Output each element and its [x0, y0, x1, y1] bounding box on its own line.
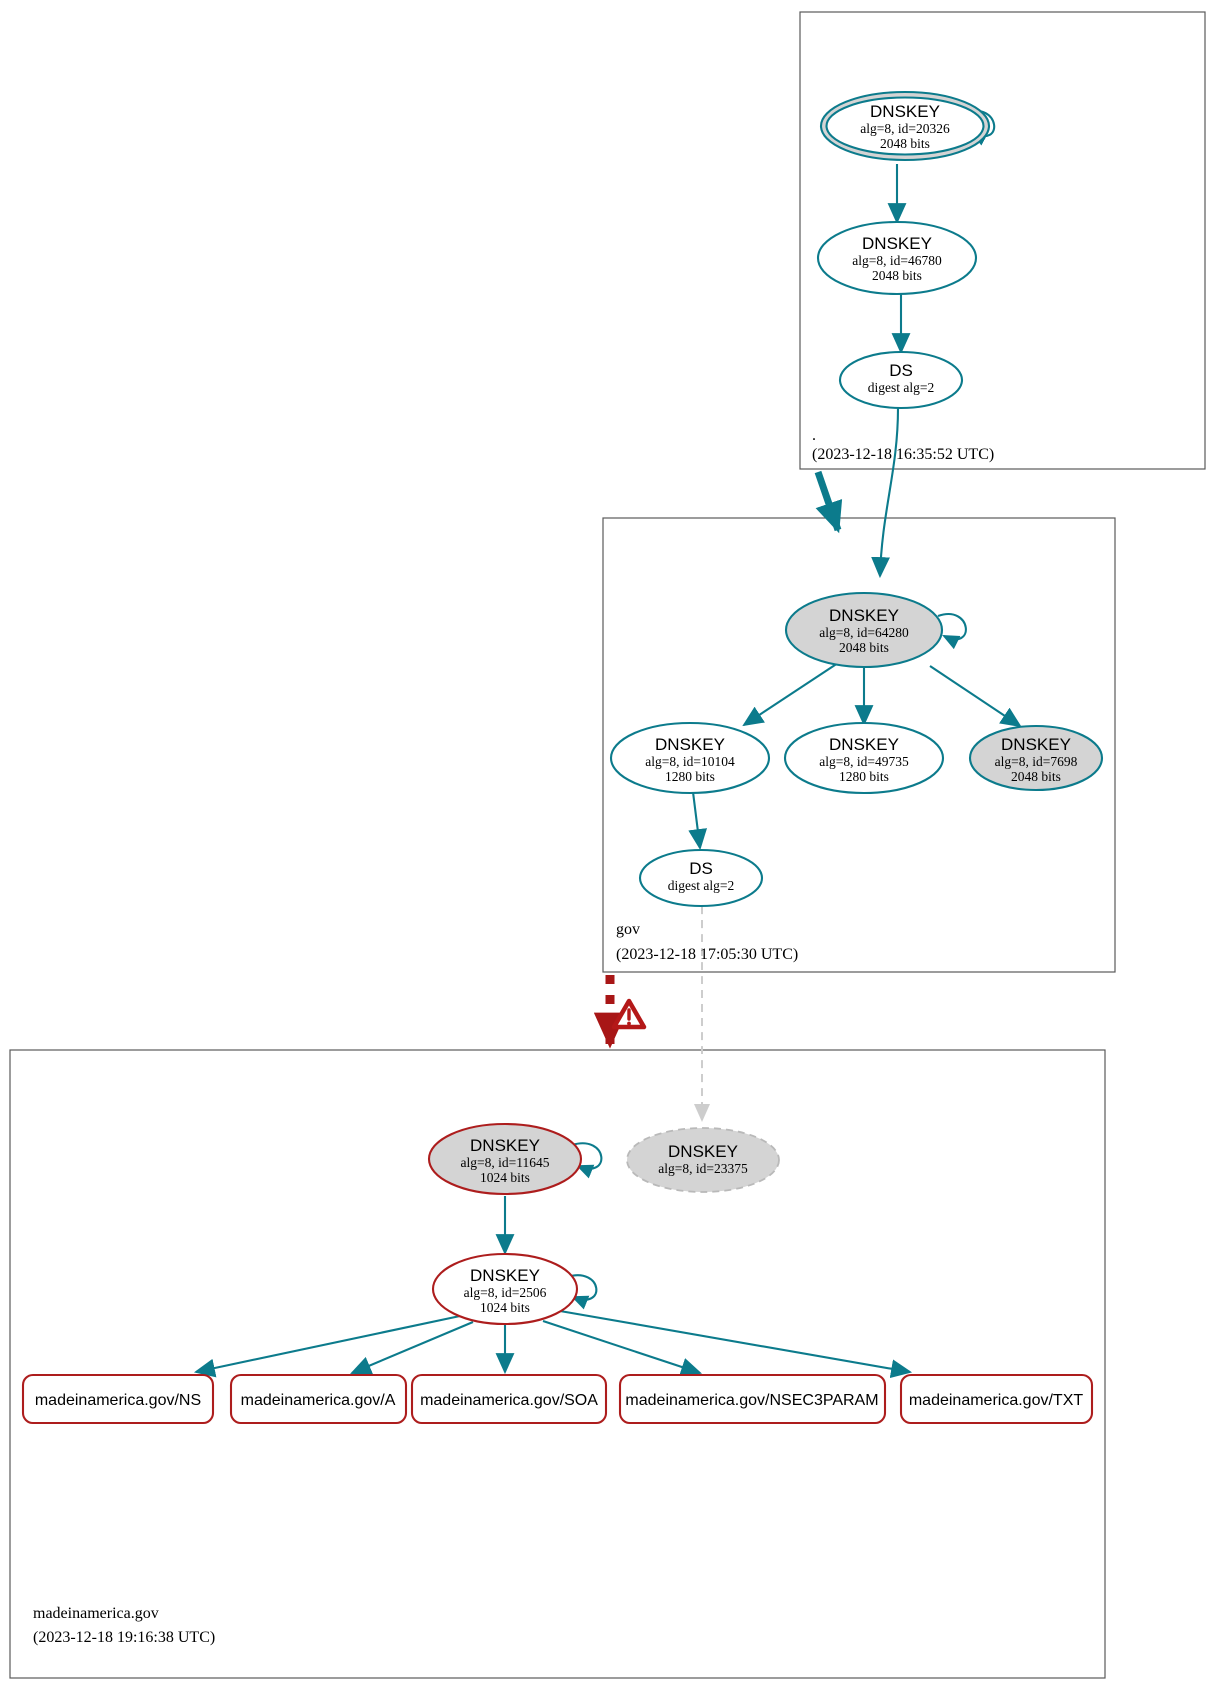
node-gov-dnskey-7698[interactable]: DNSKEY alg=8, id=7698 2048 bits: [968, 724, 1104, 792]
edge-selfsign-64280: [937, 613, 967, 650]
node-title: DS: [889, 361, 913, 380]
zone-box-gov: [602, 517, 1116, 973]
node-title: DNSKEY: [829, 606, 899, 625]
node-title: DNSKEY: [470, 1266, 540, 1285]
edge-selfsign-2506: [566, 1274, 598, 1310]
node-line3: 2048 bits: [1011, 769, 1061, 784]
edge-10104-to-govds: [688, 791, 708, 851]
node-gov-dnskey-49735[interactable]: DNSKEY alg=8, id=49735 1280 bits: [783, 721, 945, 795]
zone-box-madeinamerica: [9, 1049, 1106, 1679]
node-title: DNSKEY: [870, 102, 940, 121]
node-gov-ds[interactable]: DS digest alg=2: [638, 848, 764, 908]
rrset-txt[interactable]: madeinamerica.gov/TXT: [899, 1373, 1094, 1425]
edge-2506-to-rr-a: [350, 1321, 474, 1375]
zone-timestamp-gov: (2023-12-18 17:05:30 UTC): [616, 946, 798, 963]
node-line2: alg=8, id=46780: [852, 253, 942, 268]
node-line3: 1024 bits: [480, 1300, 530, 1315]
node-title: DNSKEY: [862, 234, 932, 253]
node-line2: alg=8, id=20326: [860, 121, 950, 136]
node-line2: digest alg=2: [668, 878, 734, 893]
node-line2: alg=8, id=49735: [819, 754, 909, 769]
node-line3: 1024 bits: [480, 1170, 530, 1185]
node-line2: alg=8, id=10104: [645, 754, 735, 769]
zone-timestamp-root: (2023-12-18 16:35:52 UTC): [812, 446, 994, 463]
edge-selfsign-11645: [571, 1142, 603, 1179]
node-title: DNSKEY: [829, 735, 899, 754]
rrset-soa[interactable]: madeinamerica.gov/SOA: [410, 1373, 608, 1425]
rrset-a[interactable]: madeinamerica.gov/A: [229, 1373, 408, 1425]
node-title: DNSKEY: [470, 1136, 540, 1155]
node-title: DS: [689, 859, 713, 878]
node-line3: 1280 bits: [839, 769, 889, 784]
node-line3: 1280 bits: [665, 769, 715, 784]
node-mia-dnskey-11645[interactable]: DNSKEY alg=8, id=11645 1024 bits: [427, 1122, 583, 1196]
node-gov-dnskey-10104[interactable]: DNSKEY alg=8, id=10104 1280 bits: [609, 721, 771, 795]
node-line2: alg=8, id=2506: [464, 1285, 547, 1300]
node-gov-dnskey-64280[interactable]: DNSKEY alg=8, id=64280 2048 bits: [784, 591, 944, 669]
node-line3: 2048 bits: [839, 640, 889, 655]
node-root-dnskey-20326[interactable]: DNSKEY alg=8, id=20326 2048 bits: [819, 90, 991, 162]
node-line2: alg=8, id=11645: [461, 1155, 550, 1170]
rrset-label: madeinamerica.gov/A: [241, 1392, 396, 1409]
edge-2506-to-rr-ns: [193, 1314, 461, 1378]
node-root-dnskey-46780[interactable]: DNSKEY alg=8, id=46780 2048 bits: [816, 220, 978, 296]
node-line2: alg=8, id=23375: [658, 1161, 748, 1176]
node-line3: 2048 bits: [880, 136, 930, 151]
edge-64280-to-10104: [742, 662, 839, 727]
zone-label-madeinamerica: madeinamerica.gov: [33, 1605, 159, 1622]
warning-triangle-icon: [611, 998, 647, 1030]
rrset-label: madeinamerica.gov/TXT: [909, 1392, 1084, 1409]
rrset-label: madeinamerica.gov/NSEC3PARAM: [625, 1392, 878, 1409]
edge-rootds-to-gov-dnskey: [871, 407, 900, 579]
edge-2506-to-rr-nsec3param: [542, 1320, 702, 1377]
zone-label-root: .: [812, 427, 816, 444]
rrset-ns[interactable]: madeinamerica.gov/NS: [21, 1373, 215, 1425]
node-title: DNSKEY: [668, 1142, 738, 1161]
node-title: DNSKEY: [655, 735, 725, 754]
rrset-label: madeinamerica.gov/SOA: [420, 1392, 598, 1409]
edge-64280-to-7698: [929, 665, 1022, 728]
zone-timestamp-madeinamerica: (2023-12-18 19:16:38 UTC): [33, 1629, 215, 1646]
zone-label-gov: gov: [616, 921, 640, 938]
node-line2: alg=8, id=7698: [995, 754, 1078, 769]
rrset-label: madeinamerica.gov/NS: [35, 1392, 201, 1409]
node-root-ds[interactable]: DS digest alg=2: [838, 350, 964, 410]
edge-2506-to-rr-txt: [559, 1309, 913, 1379]
node-mia-dnskey-2506[interactable]: DNSKEY alg=8, id=2506 1024 bits: [431, 1252, 579, 1326]
zone-box-root: [799, 11, 1206, 470]
node-line3: 2048 bits: [872, 268, 922, 283]
node-line2: digest alg=2: [868, 380, 934, 395]
node-title: DNSKEY: [1001, 735, 1071, 754]
rrset-nsec3param[interactable]: madeinamerica.gov/NSEC3PARAM: [618, 1373, 887, 1425]
node-line2: alg=8, id=64280: [819, 625, 909, 640]
edge-rootds-to-gov-dnskey-thick: [814, 470, 843, 534]
node-mia-dnskey-23375[interactable]: DNSKEY alg=8, id=23375: [626, 1127, 780, 1193]
